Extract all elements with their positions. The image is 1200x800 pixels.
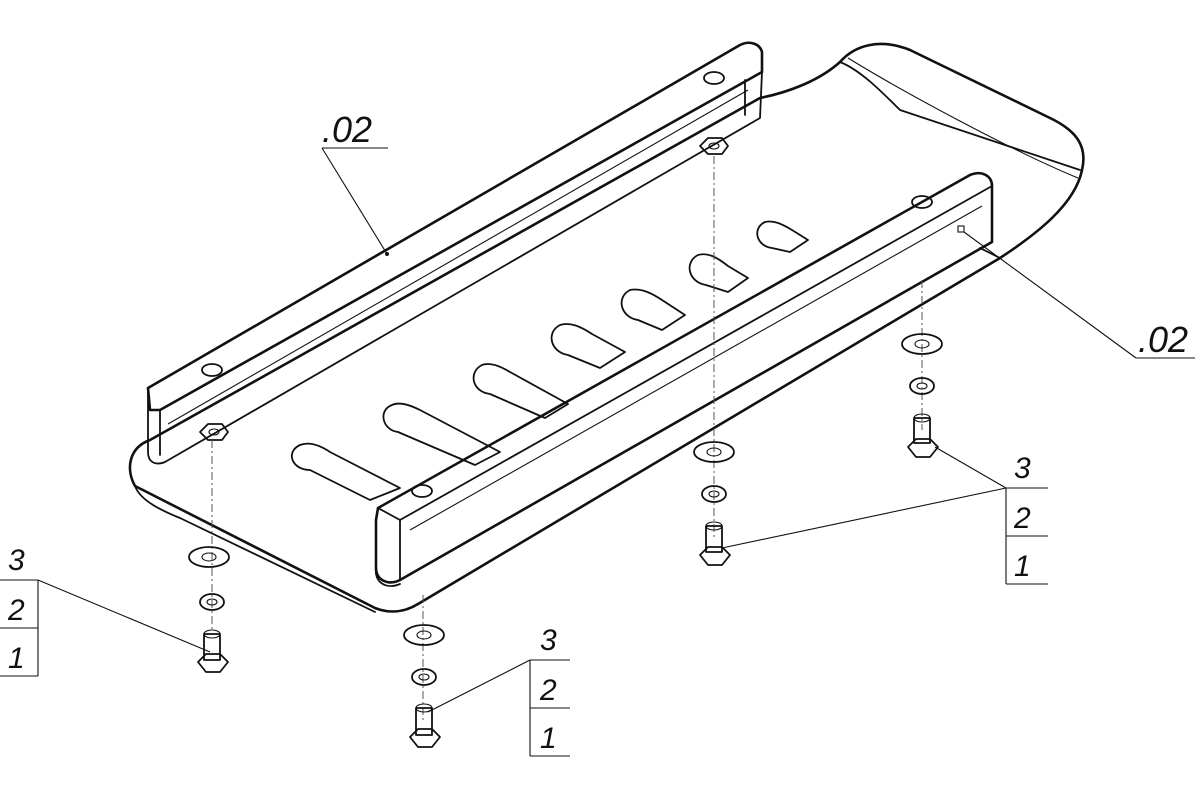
callout-item-1: 1 — [8, 642, 25, 675]
callout-item-2: 2 — [539, 674, 557, 707]
lock-washer-icon — [701, 485, 727, 503]
callout-item-3: 3 — [540, 624, 557, 657]
lock-washer-icon — [411, 668, 437, 686]
part-label-upper: .02 — [321, 109, 389, 256]
lock-washer-icon — [199, 593, 225, 611]
washer-icon — [901, 333, 943, 355]
callout-item-2: 2 — [1013, 502, 1031, 535]
nut-icon — [699, 137, 729, 155]
callout-item-1: 1 — [1014, 550, 1031, 583]
skid-plate — [128, 42, 1085, 613]
callout-item-3: 3 — [8, 544, 25, 577]
callout-item-1: 1 — [540, 722, 557, 755]
callout-item-3: 3 — [1014, 452, 1031, 485]
bolt-icon — [197, 629, 229, 673]
washer-icon — [693, 441, 735, 463]
fastener-stack-front-left — [188, 546, 230, 673]
part-label-right-text: .02 — [1138, 319, 1188, 360]
center-lines — [211, 156, 923, 720]
nut-icon — [199, 423, 229, 441]
part-label-right: .02 — [963, 231, 1195, 360]
right-angle-bracket — [374, 171, 994, 587]
top-nuts — [199, 137, 729, 441]
callout-item-2: 2 — [7, 594, 25, 627]
washer-icon — [188, 546, 230, 568]
ventilation-slots — [290, 220, 809, 501]
washer-icon — [403, 624, 445, 646]
callout-rear-right: 3 2 1 — [721, 446, 1048, 585]
left-angle-bracket — [146, 41, 764, 465]
part-label-upper-text: .02 — [322, 109, 372, 150]
fastener-stack-front-center — [403, 624, 445, 748]
callout-front-center: 3 2 1 — [427, 624, 570, 757]
bolt-icon — [907, 413, 939, 458]
fastener-stack-rear-right — [901, 333, 943, 458]
bolt-icon — [699, 521, 731, 566]
callout-front-left: 3 2 1 — [0, 544, 211, 677]
fastener-stack-rear-center — [693, 441, 735, 566]
bolt-icon — [409, 703, 441, 748]
lock-washer-icon — [909, 377, 935, 395]
